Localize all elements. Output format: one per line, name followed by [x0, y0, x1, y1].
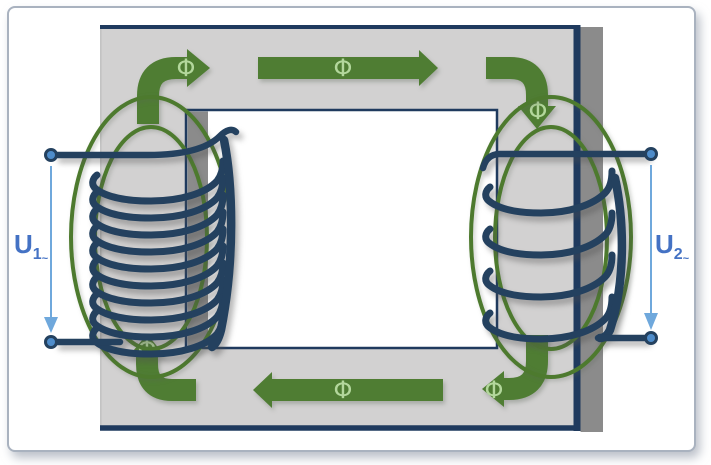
flux-arrow-bottom-right — [504, 335, 548, 400]
coil-turn — [482, 251, 616, 301]
terminal-secondary-top — [644, 147, 658, 161]
secondary-coil-turns — [482, 167, 616, 343]
coil-turn — [89, 208, 227, 256]
field-line-secondary-outer — [469, 95, 633, 379]
flux-symbol-top: Φ — [334, 54, 353, 82]
primary-voltage-arrowhead — [44, 317, 58, 333]
flux-arrow-bottom-head — [253, 372, 272, 408]
primary-coil-lead-top — [53, 126, 240, 159]
flux-arrow-top-right — [486, 57, 548, 106]
coil-turn — [89, 242, 227, 290]
flux-symbol-top-right: Φ — [529, 97, 548, 125]
primary-coil-turns — [89, 157, 227, 358]
flux-symbol-top-left: Φ — [177, 54, 196, 82]
primary-coil-back — [207, 135, 236, 352]
coil-turn — [89, 276, 227, 324]
terminal-secondary-bottom — [644, 331, 658, 345]
coil-turn — [482, 167, 616, 217]
flux-symbol-bottom: Φ — [334, 376, 353, 404]
coil-turn — [89, 174, 227, 222]
coil-turn — [482, 209, 616, 259]
secondary-voltage-arrowhead — [644, 313, 658, 330]
secondary-coil — [479, 150, 649, 343]
terminal-primary-top — [44, 148, 58, 162]
coil-turn — [89, 157, 227, 205]
terminals — [44, 147, 658, 349]
flux-symbols: Φ Φ Φ Φ Φ Φ — [138, 54, 548, 404]
primary-coil — [53, 126, 240, 358]
flux-arrows — [129, 49, 556, 408]
flux-arrow-top-head — [419, 50, 438, 86]
secondary-voltage-label: U2~ — [655, 229, 690, 265]
terminal-primary-bottom — [44, 335, 58, 349]
field-line-secondary-inner — [493, 125, 609, 351]
coil-turn — [89, 259, 227, 307]
voltage-annotations: U1~ U2~ — [14, 165, 690, 333]
windings — [53, 126, 649, 358]
coil-turn — [89, 225, 227, 273]
coil-turn — [482, 293, 616, 343]
flux-arrow-top-right-head — [518, 106, 556, 129]
flux-arrow-top-left-head — [187, 49, 210, 87]
coil-turn — [89, 293, 227, 341]
flux-arrow-bottom-left — [136, 356, 196, 401]
core-shade-right — [580, 27, 603, 432]
flux-symbol-bottom-right: Φ — [485, 376, 504, 404]
primary-voltage-label: U1~ — [14, 229, 49, 265]
secondary-coil-lead-top — [479, 150, 649, 172]
coil-turn — [89, 191, 227, 239]
flux-arrow-bottom-right-head — [482, 371, 504, 407]
